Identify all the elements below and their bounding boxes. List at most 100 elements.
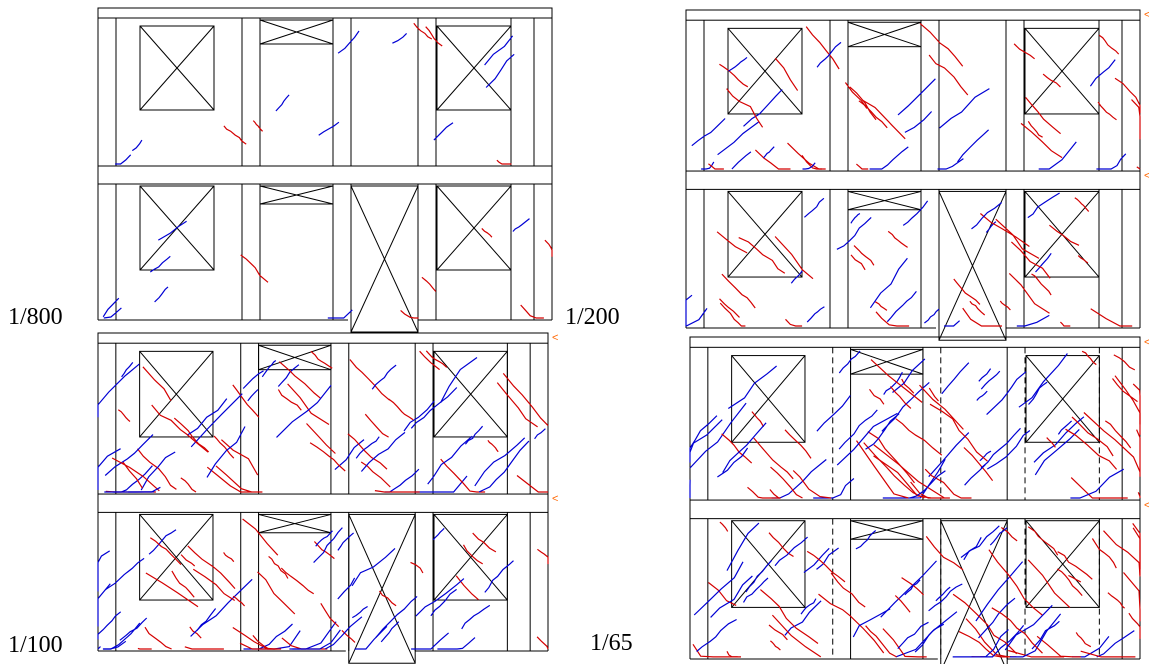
crack-red <box>206 466 263 493</box>
crack-blue <box>980 370 1001 390</box>
lintel-box <box>259 185 334 205</box>
crack-red <box>887 230 908 248</box>
crack-red <box>142 366 172 402</box>
panel-p800 <box>97 7 553 333</box>
crack-blue <box>816 547 839 570</box>
crack-red <box>850 254 866 271</box>
crack-blue <box>97 363 140 418</box>
crack-red <box>719 302 746 327</box>
crack-blue <box>691 118 726 147</box>
crack-red <box>768 624 788 641</box>
crack-blue <box>411 632 449 650</box>
crack-red <box>388 398 414 421</box>
crack-red <box>770 466 803 499</box>
crack-blue <box>103 640 127 650</box>
crack-blue <box>97 583 111 627</box>
crack-blue <box>865 413 900 450</box>
crack-blue <box>986 430 1031 470</box>
crack-blue <box>242 370 264 389</box>
crack-blue <box>790 270 803 284</box>
crack-blue <box>414 475 468 493</box>
crack-red <box>1074 197 1090 212</box>
crack-red <box>754 149 791 170</box>
crack-red <box>1114 77 1141 114</box>
crack-blue <box>897 621 929 650</box>
crack-red <box>958 631 1011 658</box>
crack-blue <box>928 583 963 612</box>
crack-blue <box>315 530 333 547</box>
crack-blue <box>461 604 491 630</box>
crack-blue <box>437 637 476 650</box>
crack-blue <box>836 412 898 466</box>
crack-blue <box>743 89 783 127</box>
crack-red <box>1090 308 1133 327</box>
crack-red <box>544 239 553 257</box>
lintel-box <box>259 19 334 45</box>
crack-blue <box>883 371 903 395</box>
crack-blue <box>975 561 1024 622</box>
crack-red <box>925 536 964 571</box>
crack-red <box>220 439 259 476</box>
crack-red <box>223 125 247 145</box>
floor-beam <box>685 170 1141 190</box>
floor-marker-icon: < <box>1144 9 1149 21</box>
crack-blue <box>941 362 970 395</box>
crack-red <box>268 555 289 579</box>
crack-red <box>252 120 264 132</box>
crack-blue <box>836 216 872 250</box>
crack-red <box>1036 635 1081 658</box>
crack-red <box>151 404 209 453</box>
crack-red <box>1068 574 1082 583</box>
crack-red <box>1137 492 1141 498</box>
crack-blue <box>190 393 243 448</box>
window-diagonal <box>436 185 512 271</box>
crack-red <box>232 595 246 607</box>
crack-red <box>1075 632 1092 648</box>
crack-blue <box>277 364 300 387</box>
floor-beam <box>97 332 549 344</box>
crack-red <box>472 532 497 553</box>
floor-marker-icon: < <box>1144 170 1149 182</box>
crack-red <box>192 568 236 602</box>
crack-red <box>719 521 729 532</box>
crack-blue <box>852 608 891 638</box>
crack-blue <box>243 623 293 650</box>
window-opening <box>727 27 803 115</box>
crack-blue <box>980 625 1025 658</box>
crack-red <box>849 86 877 121</box>
window-opening <box>139 185 215 271</box>
crack-blue <box>104 557 145 591</box>
crack-blue <box>855 530 877 550</box>
crack-blue <box>771 459 827 499</box>
crack-red <box>137 448 177 490</box>
crack-blue <box>97 550 111 592</box>
lintel-diagonal <box>850 520 924 540</box>
door-diagonal <box>938 191 1007 341</box>
crack-red <box>360 461 391 488</box>
crack-red <box>882 628 927 658</box>
crack-red <box>805 26 840 70</box>
crack-red <box>496 382 538 428</box>
crack-red <box>719 298 740 318</box>
crack-red <box>929 403 988 462</box>
crack-blue <box>313 527 343 564</box>
crack-blue <box>371 364 397 390</box>
crack-blue <box>727 365 777 410</box>
crack-red <box>280 567 315 595</box>
crack-red <box>1097 101 1117 121</box>
crack-red <box>320 602 340 628</box>
crack-blue <box>1070 468 1124 499</box>
crack-blue <box>275 94 290 112</box>
crack-red <box>818 593 885 654</box>
crack-red <box>721 273 756 309</box>
crack-red <box>232 626 282 650</box>
floor-beam <box>689 336 1141 348</box>
crack-red <box>1077 255 1089 264</box>
crack-blue <box>334 439 365 471</box>
crack-blue <box>886 291 917 323</box>
door-opening <box>348 513 416 664</box>
floor-beam <box>685 9 1141 21</box>
crack-red <box>760 589 819 644</box>
floor-beam <box>97 493 549 513</box>
crack-blue <box>97 448 121 490</box>
